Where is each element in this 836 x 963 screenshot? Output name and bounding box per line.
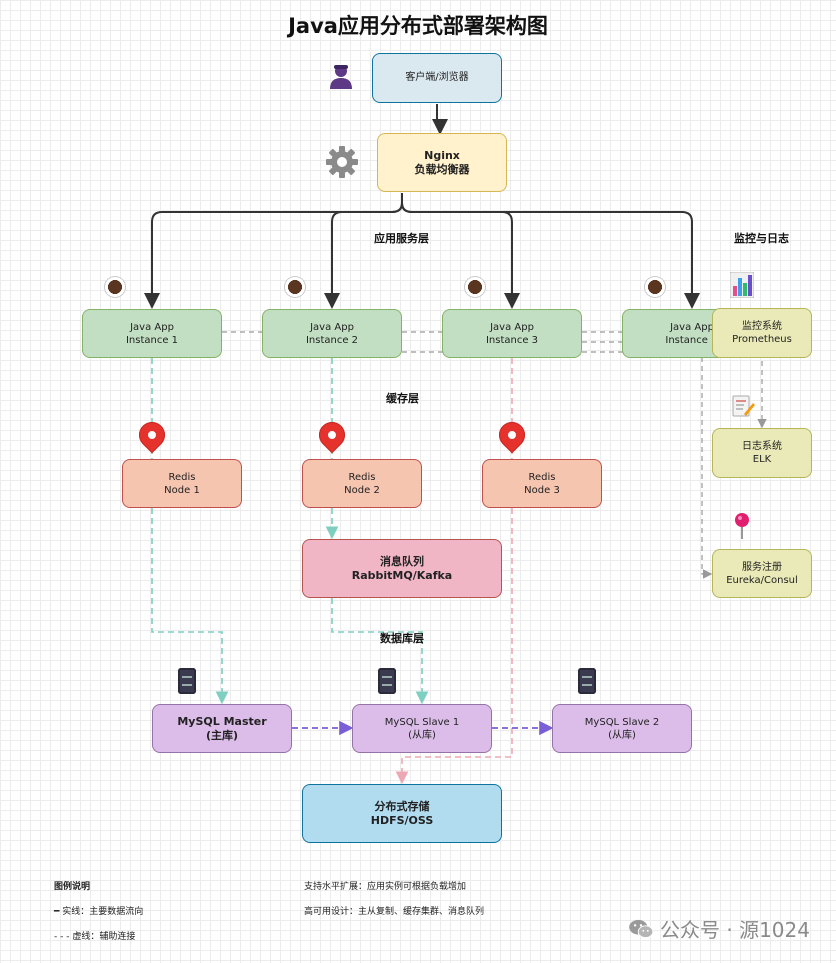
message-queue-node: 消息队列 RabbitMQ/Kafka xyxy=(302,539,502,598)
edge-apps-registry xyxy=(582,341,713,579)
redis-node-1: Redis Node 1 xyxy=(122,459,242,508)
edge-app1-master xyxy=(151,358,229,705)
nginx-node: Nginx 负载均衡器 xyxy=(377,133,507,192)
watermark-text: 公众号 · 源1024 xyxy=(660,918,810,942)
coffee-cup-icon xyxy=(464,276,486,298)
java-app-instance-3: Java App Instance 3 xyxy=(442,309,582,358)
user-icon xyxy=(330,65,352,89)
monitor-line2: Prometheus xyxy=(732,334,792,345)
legend-title: 图例说明 xyxy=(54,882,91,892)
redis-line2: Node 3 xyxy=(524,484,560,496)
edge-client-nginx xyxy=(432,104,448,135)
layer-label-data: 数据库层 xyxy=(380,632,424,645)
edge-app2-slave1 xyxy=(331,598,429,705)
edge-apps-elk xyxy=(402,351,767,429)
mysql-line1: MySQL Master xyxy=(177,714,267,728)
monitor-prometheus-node: 监控系统 Prometheus xyxy=(712,308,812,358)
app-line1: Java App xyxy=(310,321,354,333)
java-app-instance-1: Java App Instance 1 xyxy=(82,309,222,358)
coffee-cup-icon xyxy=(644,276,666,298)
edge-nginx-appN xyxy=(401,202,700,309)
bar-chart-icon xyxy=(730,272,754,298)
java-app-instance-2: Java App Instance 2 xyxy=(262,309,402,358)
redis-node-2: Redis Node 2 xyxy=(302,459,422,508)
app-line1: Java App xyxy=(670,321,714,333)
nginx-line1: Nginx xyxy=(424,148,460,162)
note-high-availability: 高可用设计：主从复制、缓存集群、消息队列 xyxy=(304,907,485,917)
layer-label-monitor: 监控与日志 xyxy=(734,232,789,245)
app-line1: Java App xyxy=(130,321,174,333)
registry-line2: Eureka/Consul xyxy=(726,574,798,586)
mysql-line2: (从库) xyxy=(608,729,636,741)
mysql-master-node: MySQL Master (主库) xyxy=(152,704,292,753)
redis-line1: Redis xyxy=(528,471,556,483)
edge-app3-storage xyxy=(395,358,513,785)
document-pen-icon xyxy=(732,395,755,417)
registry-line1: 服务注册 xyxy=(742,561,782,573)
mysql-slave-2-node: MySQL Slave 2 (从库) xyxy=(552,704,692,753)
log-line1: 日志系统 xyxy=(742,441,782,452)
nginx-line2: 负载均衡器 xyxy=(414,162,470,176)
redis-line1: Redis xyxy=(168,471,196,483)
mq-line2: RabbitMQ/Kafka xyxy=(351,568,453,582)
coffee-cup-icon xyxy=(284,276,306,298)
layer-label-cache: 缓存层 xyxy=(386,392,419,405)
monitor-line1: 监控系统 xyxy=(742,321,782,332)
storage-line2: HDFS/OSS xyxy=(370,813,434,827)
app-line2: Instance N xyxy=(665,334,719,346)
pushpin-icon xyxy=(735,513,749,539)
mysql-line1: MySQL Slave 1 xyxy=(384,716,460,728)
edge-nginx-app3 xyxy=(401,202,520,309)
mysql-line2: (主库) xyxy=(205,728,239,742)
legend-dashed-line: - - - 虚线：辅助连接 xyxy=(54,932,136,942)
app-line1: Java App xyxy=(490,321,534,333)
layer-label-app: 应用服务层 xyxy=(374,232,429,245)
mq-line1: 消息队列 xyxy=(380,554,424,568)
redis-line1: Redis xyxy=(348,471,376,483)
app-line2: Instance 3 xyxy=(485,334,539,346)
edge-nginx-app2 xyxy=(324,202,403,309)
server-icon xyxy=(378,668,396,694)
mysql-line2: (从库) xyxy=(408,729,436,741)
server-icon xyxy=(578,668,596,694)
wechat-icon xyxy=(629,919,654,938)
watermark: 公众号 · 源1024 xyxy=(628,914,810,943)
app-line2: Instance 2 xyxy=(305,334,359,346)
client-label: 客户端/浏览器 xyxy=(405,72,469,83)
legend-solid-line: ━ 实线：主要数据流向 xyxy=(54,907,144,917)
redis-line2: Node 1 xyxy=(164,484,200,496)
mysql-slave-1-node: MySQL Slave 1 (从库) xyxy=(352,704,492,753)
app-line2: Instance 1 xyxy=(125,334,179,346)
coffee-cup-icon xyxy=(104,276,126,298)
storage-line1: 分布式存储 xyxy=(374,799,430,813)
mysql-line1: MySQL Slave 2 xyxy=(584,716,660,728)
gear-icon xyxy=(326,146,358,178)
redis-node-3: Redis Node 3 xyxy=(482,459,602,508)
service-registry-node: 服务注册 Eureka/Consul xyxy=(712,549,812,598)
log-line2: ELK xyxy=(752,454,772,465)
edge-nginx-app1 xyxy=(144,193,403,309)
note-scalability: 支持水平扩展：应用实例可根据负载增加 xyxy=(304,882,467,892)
client-browser-node: 客户端/浏览器 xyxy=(372,53,502,103)
log-elk-node: 日志系统 ELK xyxy=(712,428,812,478)
server-icon xyxy=(178,668,196,694)
redis-line2: Node 2 xyxy=(344,484,380,496)
distributed-storage-node: 分布式存储 HDFS/OSS xyxy=(302,784,502,843)
diagram-title: Java应用分布式部署架构图 xyxy=(288,14,548,38)
